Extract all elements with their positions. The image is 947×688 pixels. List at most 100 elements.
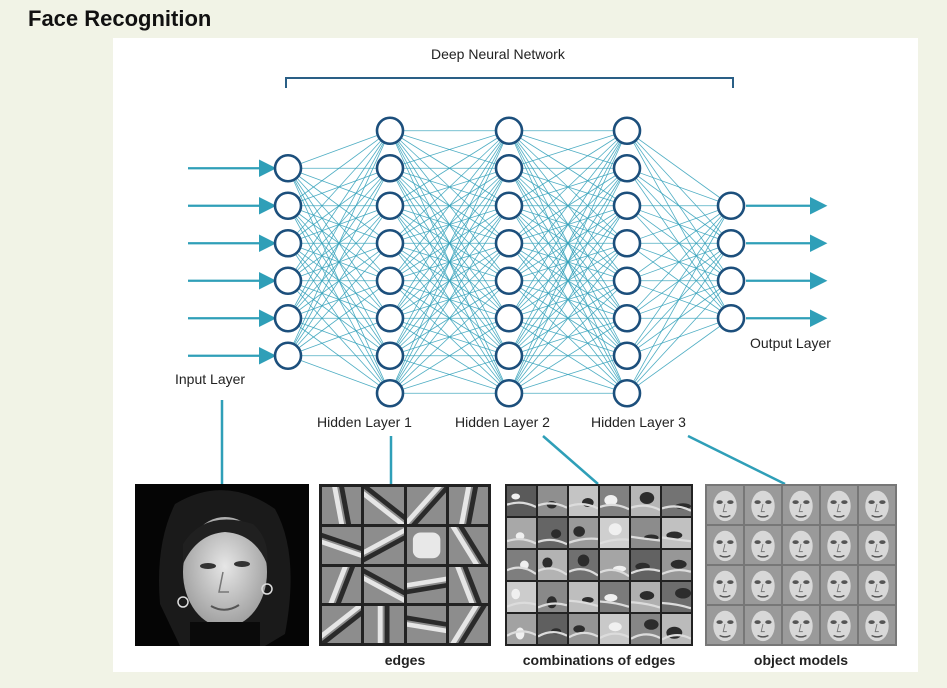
object-model-cell (821, 486, 857, 524)
network-label: Deep Neural Network (431, 46, 565, 62)
connection-line (287, 205, 391, 356)
edge-filter-cell (322, 487, 362, 524)
connection-line (287, 280, 391, 357)
edge-combination-cell (507, 582, 536, 612)
object-model-cell (783, 486, 819, 524)
object-model-cell (859, 566, 895, 604)
object-model-cell (821, 606, 857, 644)
edge-combination-cell (538, 486, 567, 516)
object-model-cell (707, 526, 743, 564)
layer-1-node (375, 153, 405, 183)
connection-line (287, 130, 391, 207)
connection-line (389, 205, 510, 394)
edge-filter-cell (364, 566, 404, 604)
connection-line (626, 205, 732, 282)
object-model-cell (745, 606, 781, 644)
connection-line (389, 280, 510, 394)
edge-filter-cell (322, 566, 362, 604)
layer-2-node (494, 378, 524, 408)
object-model-cell (821, 526, 857, 564)
connection-line (626, 205, 732, 319)
neural-network-svg (188, 77, 828, 486)
edge-combination-cell (631, 582, 660, 612)
object-model-cell (859, 526, 895, 564)
connection-line (287, 355, 391, 394)
connection-line (287, 130, 391, 169)
diagram-panel: Deep Neural Network Input Layer Hidden L… (113, 38, 918, 672)
edge-filter-cell (322, 526, 362, 564)
object-model-cell (707, 566, 743, 604)
edge-combination-cell (569, 582, 598, 612)
object-model-cell (707, 606, 743, 644)
edge-combination-cell (662, 582, 691, 612)
connection-line (508, 280, 628, 394)
input-layer-label: Input Layer (175, 371, 246, 387)
layer-1-node (375, 378, 405, 408)
layer-0-node (273, 341, 303, 371)
edge-filter-cell (406, 606, 446, 643)
layer-0-node (273, 266, 303, 296)
layer-3-node (612, 341, 642, 371)
edge-combination-cell (569, 614, 598, 644)
connection-line (287, 242, 391, 357)
connection-line (287, 130, 391, 244)
object-model-cell (859, 486, 895, 524)
edge-combination-cell (569, 518, 598, 548)
edge-combination-cell (600, 582, 629, 612)
edge-combination-cell (662, 486, 691, 516)
layer-0-node (273, 191, 303, 221)
edge-combination-cell (631, 486, 660, 516)
slide-title: Face Recognition (28, 6, 212, 31)
connection-line (287, 168, 391, 356)
layer-1-node (375, 116, 405, 146)
layer-3-node (612, 378, 642, 408)
hidden2-connector (542, 435, 599, 485)
connection-line (389, 130, 510, 319)
layer-2-node (494, 266, 524, 296)
object-model-cell (745, 526, 781, 564)
edge-combination-cell (507, 486, 536, 516)
edge-combination-cell (662, 614, 691, 644)
combinations-caption: combinations of edges (522, 652, 676, 668)
edge-combination-cell (569, 486, 598, 516)
edge-combination-cell (631, 614, 660, 644)
edge-combination-cell (631, 518, 660, 548)
connection-line (389, 168, 510, 394)
edge-filter-cell (406, 566, 446, 604)
edge-combination-cell (507, 550, 536, 580)
layer-2-node (494, 191, 524, 221)
hidden-layer-2-label: Hidden Layer 2 (455, 414, 550, 430)
hidden-layer-3-label: Hidden Layer 3 (591, 414, 686, 430)
layer-2-node (494, 341, 524, 371)
connection-line (626, 205, 732, 356)
object-model-cell (783, 606, 819, 644)
connection-line (508, 130, 628, 244)
connection-line (626, 243, 732, 394)
connection-line (508, 243, 628, 394)
connection-line (508, 130, 628, 281)
connection-line (389, 130, 510, 169)
connection-line (389, 317, 510, 394)
object-model-cell (859, 606, 895, 644)
connection-line (389, 130, 510, 356)
connection-line (508, 317, 628, 394)
edge-combination-cell (600, 518, 629, 548)
edge-filter-cell (448, 606, 488, 643)
edge-combination-cell (662, 550, 691, 580)
edge-combination-cell (538, 582, 567, 612)
connection-line (389, 130, 510, 244)
edge-combination-cell (600, 550, 629, 580)
layer-2-node (494, 228, 524, 258)
object-model-cell (821, 566, 857, 604)
layer-1-node (375, 266, 405, 296)
combinations-feature-grid (505, 484, 693, 646)
edge-filter-cell (448, 526, 488, 564)
layer-4-node (716, 191, 746, 221)
object-model-cell (745, 566, 781, 604)
object-model-cell (745, 486, 781, 524)
connection-line (626, 317, 732, 394)
layer-3-node (612, 116, 642, 146)
edge-filter-cell (406, 487, 446, 524)
connection-line (508, 355, 628, 394)
layer-4-node (716, 266, 746, 296)
